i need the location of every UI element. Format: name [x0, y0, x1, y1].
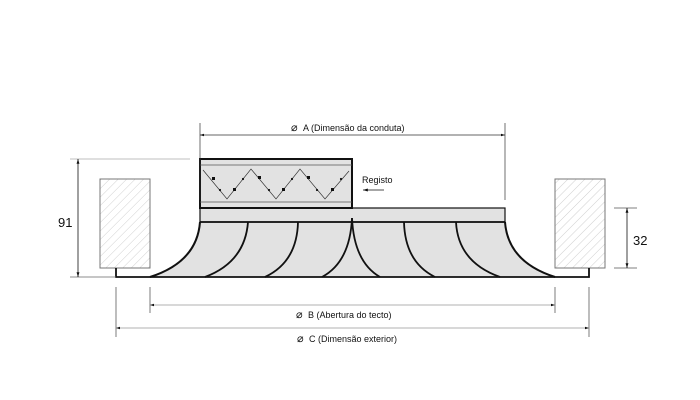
dimension-b — [149, 287, 556, 313]
height-ceiling-label: 32 — [633, 233, 647, 248]
dimension-b-label: B (Abertura do tecto) — [308, 310, 392, 320]
diffuser-blades — [204, 217, 501, 278]
dimension-a — [199, 123, 506, 200]
dimension-c-label: C (Dimensão exterior) — [309, 334, 397, 344]
damper-box — [199, 158, 353, 209]
dimension-a-label: A (Dimensão da conduta) — [303, 123, 405, 133]
height-total-label: 91 — [58, 215, 72, 230]
ceiling-block-left — [99, 178, 151, 269]
diameter-symbol-b: ⌀ — [296, 309, 303, 321]
dimension-c — [115, 287, 590, 337]
ceiling-block-right — [554, 178, 606, 269]
dimension-height-ceiling — [614, 207, 637, 269]
dimension-height-total — [70, 158, 190, 278]
damper-label: Registo — [362, 175, 393, 185]
diameter-symbol-c: ⌀ — [297, 333, 304, 345]
diameter-symbol-a: ⌀ — [291, 122, 298, 134]
